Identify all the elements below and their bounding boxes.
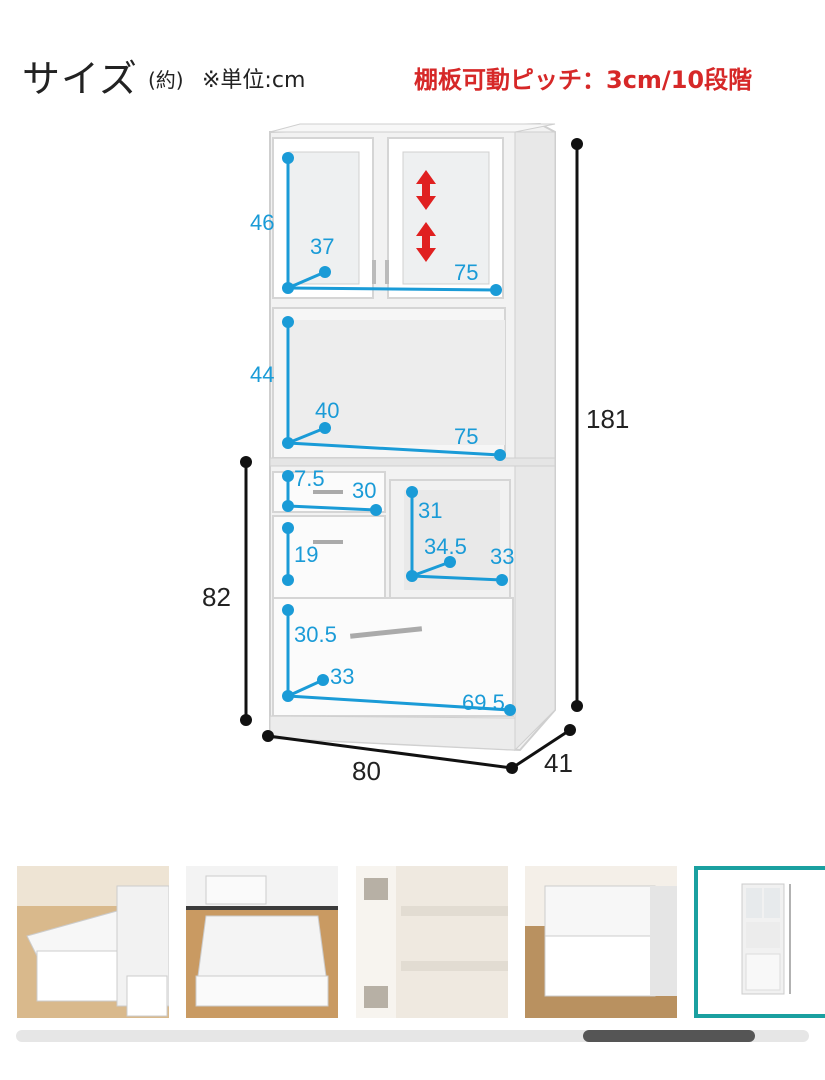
overall-height-label: 181 (586, 404, 630, 434)
bottom-height-label: 30.5 (294, 622, 337, 647)
thumbnail-hinge-shelf[interactable] (356, 866, 508, 1018)
thumbnail-drawer-top[interactable] (186, 866, 338, 1018)
middle-depth-label: 40 (315, 398, 340, 423)
cubby-width-label: 33 (490, 544, 515, 569)
thumbnail-scrollbar-thumb[interactable] (583, 1030, 755, 1042)
drawer1-width-label: 30 (352, 478, 377, 503)
middle-width-label: 75 (454, 424, 479, 449)
cabinet-size-diagram: 46 37 75 44 40 75 7.5 30 19 31 34.5 33 3… (0, 110, 825, 830)
shelf-pitch-note: 棚板可動ピッチ：3cm/10段階 (414, 66, 753, 94)
size-title: サイズ (22, 57, 138, 101)
thumbnail-scrollbar[interactable] (16, 1030, 809, 1042)
upper-width-label: 75 (454, 260, 479, 285)
thumbnail-size-diagram[interactable] (694, 866, 825, 1018)
cubby-height-label: 31 (418, 498, 443, 523)
bottom-width-label: 69.5 (462, 690, 505, 715)
thumbnail-drawer-open[interactable] (17, 866, 169, 1018)
cubby-depth-label: 34.5 (424, 534, 467, 559)
cabinet-illustration (240, 122, 583, 774)
drawer2-height-label: 19 (294, 542, 319, 567)
thumbnail-drawer-side[interactable] (525, 866, 677, 1018)
upper-depth-label: 37 (310, 234, 335, 259)
size-header: サイズ (約) ※単位:cm 棚板可動ピッチ：3cm/10段階 (0, 0, 825, 110)
drawer1-height-label: 7.5 (294, 466, 325, 491)
upper-height-label: 46 (250, 210, 275, 235)
approx-label: (約) (148, 68, 184, 92)
middle-height-label: 44 (250, 362, 275, 387)
lower-height-label: 82 (202, 582, 231, 612)
width-label: 80 (352, 756, 381, 786)
depth-label: 41 (544, 748, 573, 778)
bottom-depth-label: 33 (330, 664, 355, 689)
unit-label: ※単位:cm (202, 68, 306, 93)
thumbnail-strip (0, 856, 825, 1026)
